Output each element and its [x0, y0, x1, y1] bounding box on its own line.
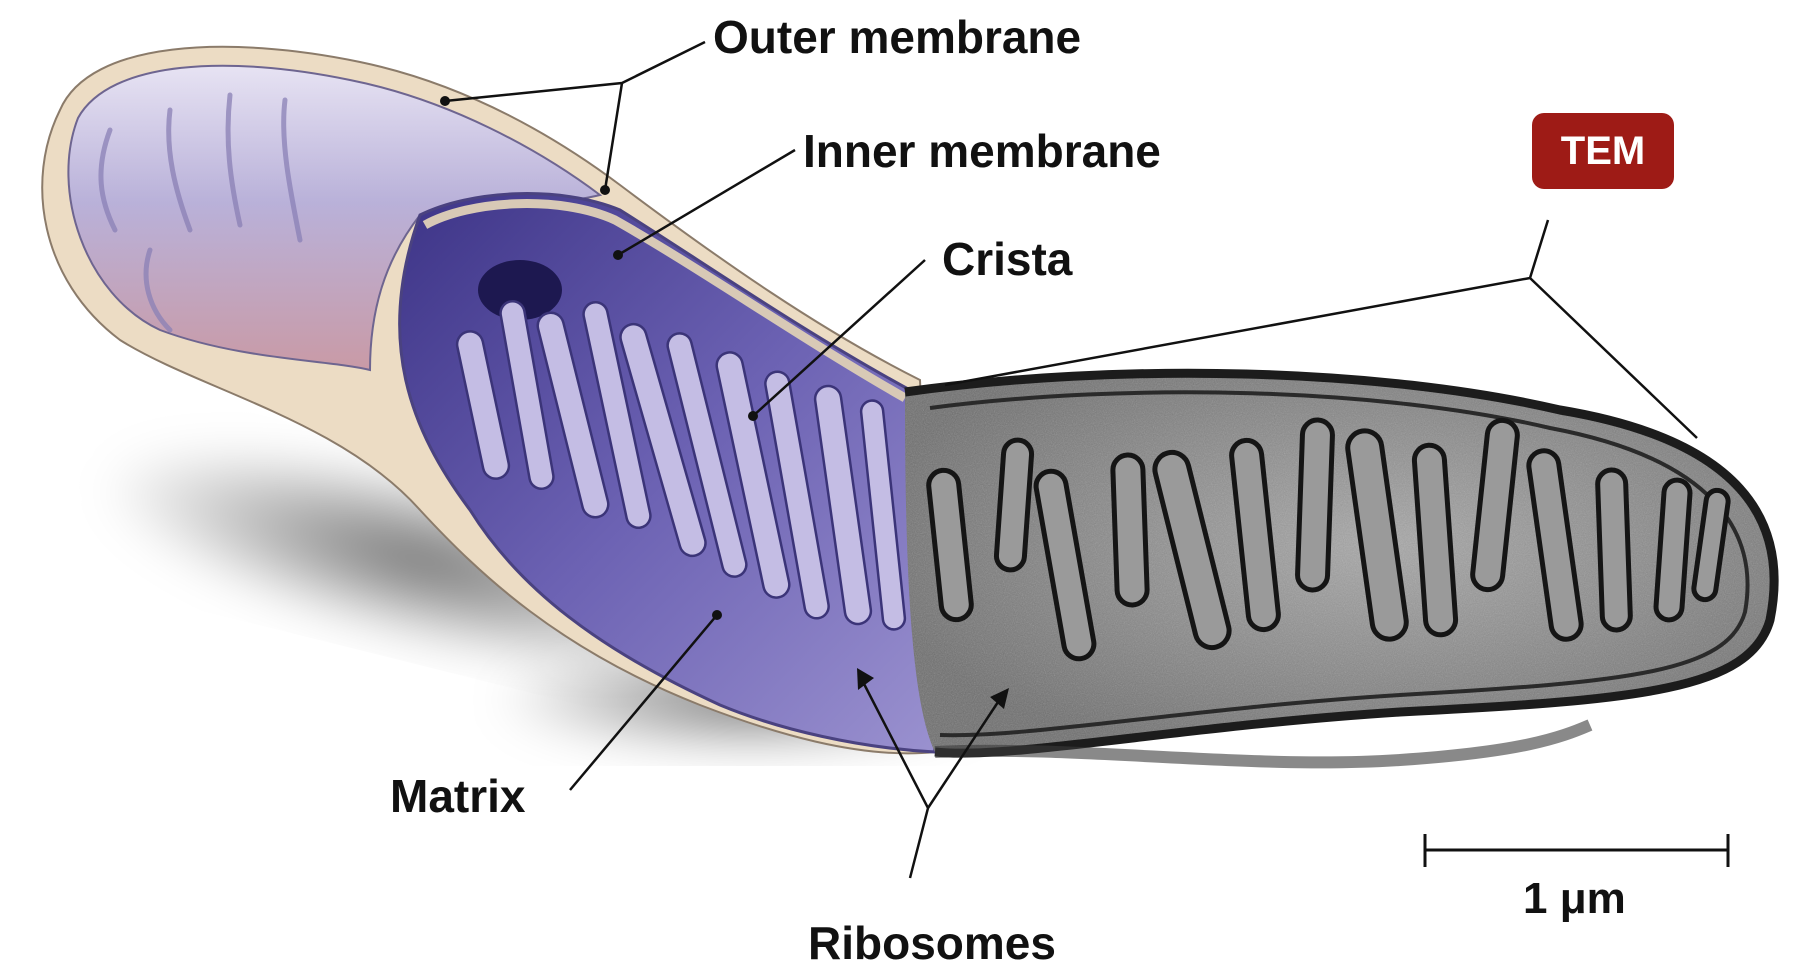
tem-crista-fold: [1297, 420, 1333, 591]
tem-micrograph: [900, 350, 1797, 770]
ribosomes-label: Ribosomes: [808, 920, 1056, 966]
tem-badge: TEM: [1532, 113, 1674, 189]
scale-bar-label: 1 μm: [1523, 877, 1626, 921]
outer-membrane-label: Outer membrane: [713, 14, 1081, 60]
tem-crista-fold: [1112, 455, 1147, 606]
crista-label: Crista: [942, 236, 1072, 282]
outer-membrane-leader: [445, 42, 705, 101]
tem-crista-fold: [1597, 470, 1631, 631]
tem-crista-fold: [995, 439, 1032, 571]
inner-membrane-label: Inner membrane: [803, 128, 1161, 174]
outer-membrane-leader-2: [605, 83, 622, 190]
matrix-label: Matrix: [390, 773, 525, 819]
scale-bar: [1425, 834, 1728, 867]
